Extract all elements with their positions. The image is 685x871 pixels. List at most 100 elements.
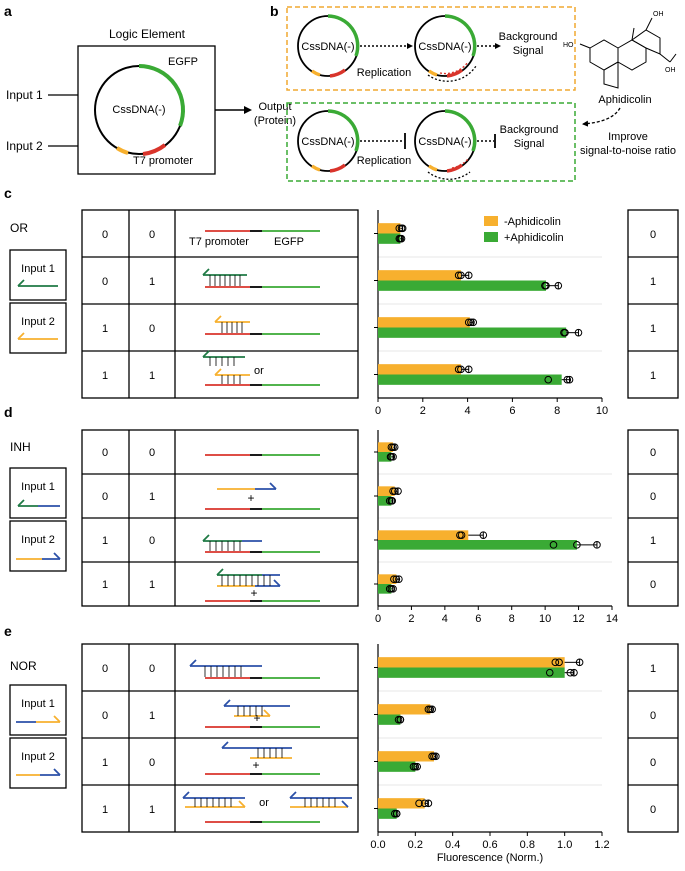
gate-label-nor: NOR [10,659,37,673]
data-point [457,271,465,280]
inh-row1-in2: 0 [149,447,155,459]
improve-arrow [582,107,621,127]
data-point [549,541,558,549]
data-point [415,799,423,808]
plasmid-a [94,64,186,156]
x-tick-label: 0.6 [482,839,497,851]
x-tick-label: 10 [596,405,608,417]
x-tick-label: 1.0 [557,839,572,851]
inh-row4-in2: 1 [149,579,155,591]
or-input2-label: Input 2 [21,316,55,328]
data-point [544,375,553,384]
inh-row2-in2: 1 [149,491,155,503]
replication-label-top: Replication [357,67,411,79]
panel-label-c: c [4,185,12,201]
bar [378,667,565,678]
bar [378,374,562,385]
background-label-bottom: Background [500,124,559,136]
output-label: Output [258,101,291,113]
or-out4: 1 [650,370,656,382]
data-point [457,531,466,539]
x-tick-label: 2 [420,405,426,417]
inh-input2-box [9,520,67,572]
bar [378,327,567,338]
or-templates [202,230,320,386]
plasmid-b2 [414,14,477,82]
or-row3-in2: 0 [149,323,155,335]
x-tick-label: 10 [539,613,551,625]
egfp-label: EGFP [168,56,198,68]
egfp-gene-label: EGFP [274,236,304,248]
data-point [542,281,550,290]
or-out1: 0 [650,229,656,241]
legend-plus-swatch [484,232,498,242]
or-row4-in2: 1 [149,370,155,382]
inh-templates [202,454,320,602]
inh-out3: 1 [650,535,656,547]
x-tick-label: 0.0 [370,839,385,851]
inh-row3-in2: 0 [149,535,155,547]
data-point [389,453,397,461]
inh-input1-label: Input 1 [21,481,55,493]
x-tick-label: 0 [375,405,381,417]
bar [378,270,461,281]
nor-input2-label: Input 2 [21,751,55,763]
x-tick-label: 1.2 [594,839,609,851]
aphidicolin-label: Aphidicolin [598,94,651,106]
data-point [566,668,575,677]
or-input2-box [9,302,67,354]
x-tick-label: 8 [509,613,515,625]
x-tick-label: 4 [465,405,471,417]
data-point [457,365,465,374]
data-point [464,271,473,280]
data-point [563,375,572,384]
nor-row2-in1: 0 [102,710,108,722]
plasmid-label: CssDNA(-) [112,104,165,116]
logic-element-title: Logic Element [109,27,186,41]
x-tick-label: 6 [475,613,481,625]
data-point [570,668,578,677]
inh-out2: 0 [650,491,656,503]
data-point [394,487,402,495]
bar [378,714,401,725]
plasmid-b4 [414,109,477,180]
nor-row3-in1: 1 [102,757,108,769]
data-point [467,318,475,327]
bar [378,530,469,540]
t7-promoter-label: T7 promoter [189,236,249,248]
data-point [396,715,405,724]
panel-b: b CssDNA(-) Replication CssDNA(-) Backgr… [270,3,677,182]
or-row3-in1: 1 [102,323,108,335]
or-row2-in2: 1 [149,276,155,288]
replication-label-bottom: Replication [357,155,411,167]
gate-label-inh: INH [10,440,31,454]
nor-row2-in2: 1 [149,710,155,722]
data-point [420,799,429,808]
nor-out1: 1 [650,663,656,675]
data-point [554,281,563,290]
or-row1-in2: 0 [149,229,155,241]
nor-plus-row2: + [253,711,260,725]
data-point [398,224,407,233]
inh-input2-label: Input 2 [21,534,55,546]
bar [378,584,392,594]
x-tick-label: 2 [408,613,414,625]
bar [378,761,416,772]
x-tick-label: 0.4 [445,839,460,851]
panel-label-b: b [270,3,279,19]
nor-or-word: or [259,797,269,809]
data-point [545,668,554,677]
legend-plus-label: +Aphidicolin [504,232,564,244]
signal-label-top: Signal [513,45,544,57]
bar [378,540,577,550]
data-point [551,658,560,667]
nor-templates [182,659,352,823]
signal-label-bottom: Signal [514,138,545,150]
oh-label-right: OH [665,67,676,74]
data-point [388,497,397,505]
bar [378,280,546,291]
panel-label-d: d [4,404,13,420]
nor-out4: 0 [650,804,656,816]
panel-a: a Logic Element Input 1 Input 2 EGFP Css… [4,3,296,175]
